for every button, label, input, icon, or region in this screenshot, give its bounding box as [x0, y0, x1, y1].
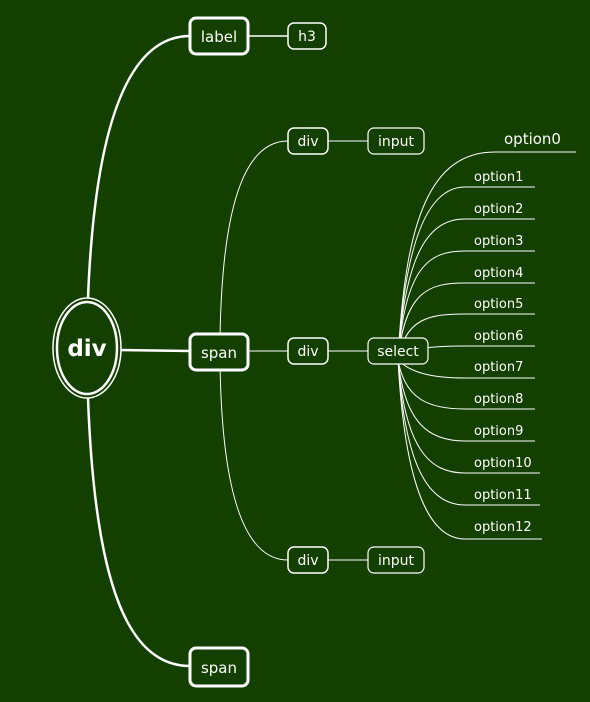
node-option3[interactable]: option3: [474, 234, 523, 249]
edge-root-label: [86, 34, 191, 299]
node-div-bottom-text: div: [297, 553, 318, 569]
node-input-bottom-text: input: [378, 553, 415, 569]
edge-root-span-bottom: [86, 397, 191, 668]
node-option1[interactable]: option1: [474, 170, 523, 185]
node-span-text: span: [201, 344, 237, 362]
edge-select-option8: [397, 359, 535, 410]
node-option11[interactable]: option11: [474, 488, 532, 503]
node-div-mid-text: div: [297, 344, 318, 360]
node-option4[interactable]: option4: [474, 266, 523, 281]
node-select[interactable]: select: [367, 337, 429, 365]
edge-select-option9: [397, 359, 535, 442]
node-input-top[interactable]: input: [367, 127, 425, 155]
node-div-mid[interactable]: div: [287, 337, 329, 365]
node-span-bottom-text: span: [201, 659, 237, 677]
nodes: div label span span h3 div div: [52, 16, 561, 688]
node-option6[interactable]: option6: [474, 329, 523, 344]
node-div-top[interactable]: div: [287, 127, 329, 155]
node-option2[interactable]: option2: [474, 202, 523, 217]
edge-select-option4: [397, 282, 535, 361]
node-input-bottom[interactable]: input: [367, 546, 425, 574]
edge-span-div-top: [219, 140, 289, 341]
edge-select-option1: [397, 186, 535, 361]
edge-select-option10: [397, 359, 540, 474]
node-h3-text: h3: [298, 29, 316, 45]
node-input-top-text: input: [378, 134, 415, 150]
edge-select-option3: [397, 250, 535, 361]
node-option0[interactable]: option0: [504, 130, 561, 148]
node-option12[interactable]: option12: [474, 520, 532, 535]
edge-root-span: [119, 348, 191, 353]
node-option8[interactable]: option8: [474, 392, 523, 407]
node-option9[interactable]: option9: [474, 424, 523, 439]
root-node[interactable]: div: [52, 297, 122, 399]
edges: [86, 34, 576, 668]
edge-select-option11: [397, 359, 540, 506]
node-span[interactable]: span: [188, 332, 250, 372]
edge-select-option2: [397, 218, 535, 361]
node-div-bottom[interactable]: div: [287, 546, 329, 574]
node-label[interactable]: label: [188, 16, 250, 56]
node-option10[interactable]: option10: [474, 456, 532, 471]
node-option7[interactable]: option7: [474, 360, 523, 375]
node-select-text: select: [377, 344, 419, 360]
edge-span-div-bottom: [219, 361, 289, 561]
node-span-bottom[interactable]: span: [188, 646, 250, 688]
root-node-label: div: [67, 336, 106, 362]
node-h3[interactable]: h3: [287, 22, 327, 50]
node-div-top-text: div: [297, 134, 318, 150]
node-label-text: label: [201, 28, 237, 46]
edge-select-option0: [397, 151, 576, 361]
node-option5[interactable]: option5: [474, 297, 523, 312]
edge-select-option12: [397, 359, 542, 540]
